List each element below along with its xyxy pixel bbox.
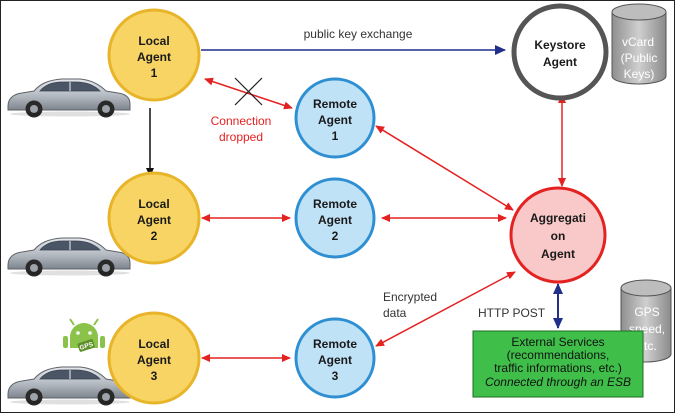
local-agent-3-line3: 3 [151,369,158,383]
local-agent-3-line2: Agent [137,353,171,367]
aggregation-agent-line2: on [551,229,566,243]
label-encrypted-data-line2: data [383,306,407,320]
label-encrypted-data-line1: Encrypted [383,290,437,304]
aggregation-agent-line1: Aggregati [530,211,586,225]
external-services-line1: External Services [511,335,604,349]
keystore-agent-line2: Agent [543,55,577,69]
android-badge-text: GPS [79,341,95,352]
aggregation-agent: Aggregati on Agent [509,186,607,284]
remote-agent-2-line2: Agent [318,213,352,227]
label-public-key-exchange: public key exchange [304,27,413,41]
edge-remote1-aggregation [375,125,514,211]
local-agent-1-line3: 1 [151,66,158,80]
external-services-esb-note: Connected through an ESB [485,375,631,389]
vcard-line1: vCard [622,35,654,49]
remote-agent-3-line3: 3 [332,369,339,383]
local-agent-3: Local Agent 3 [107,311,201,405]
local-agent-2-line1: Local [138,197,169,211]
remote-agent-1: Remote Agent 1 [294,77,376,159]
external-services-box: External Services (recommendations, traf… [472,330,644,398]
external-services-line2: (recommendations, [507,348,610,362]
label-http-post: HTTP POST [478,306,546,320]
remote-agent-3-line2: Agent [318,353,352,367]
remote-agent-2-line1: Remote [313,197,357,211]
label-connection-dropped-line1: Connection [211,114,272,128]
edge-remote3-aggregation [375,271,516,347]
keystore-agent-line1: Keystore [534,38,586,52]
remote-agent-2-line3: 2 [332,229,339,243]
local-agent-1-line1: Local [138,34,169,48]
edge-local1-remote1-dropped [204,77,293,110]
keystore-agent: Keystore Agent [511,3,609,101]
cross-mark-b [234,77,263,106]
vcard-database: vCard (Public Keys) [611,3,667,85]
local-agent-2-line3: 2 [151,229,158,243]
local-agent-3-line1: Local [138,337,169,351]
label-connection-dropped-line2: dropped [219,130,263,144]
local-agent-1-line2: Agent [137,50,171,64]
vcard-line3: Keys) [624,67,655,81]
gps-line1: GPS [634,305,659,319]
vcard-line2: (Public [621,51,658,65]
remote-agent-3-line1: Remote [313,337,357,351]
remote-agent-2: Remote Agent 2 [294,177,376,259]
remote-agent-1-line2: Agent [318,113,352,127]
remote-agent-1-line3: 1 [332,129,339,143]
local-agent-2: Local Agent 2 [107,171,201,265]
remote-agent-1-line1: Remote [313,97,357,111]
remote-agent-3: Remote Agent 3 [294,317,376,399]
local-agent-1: Local Agent 1 [107,8,201,102]
local-agent-2-line2: Agent [137,213,171,227]
aggregation-agent-line3: Agent [541,247,575,261]
external-services-line3: traffic informations, etc.) [494,361,622,375]
android-gps-icon: GPS [63,318,105,352]
